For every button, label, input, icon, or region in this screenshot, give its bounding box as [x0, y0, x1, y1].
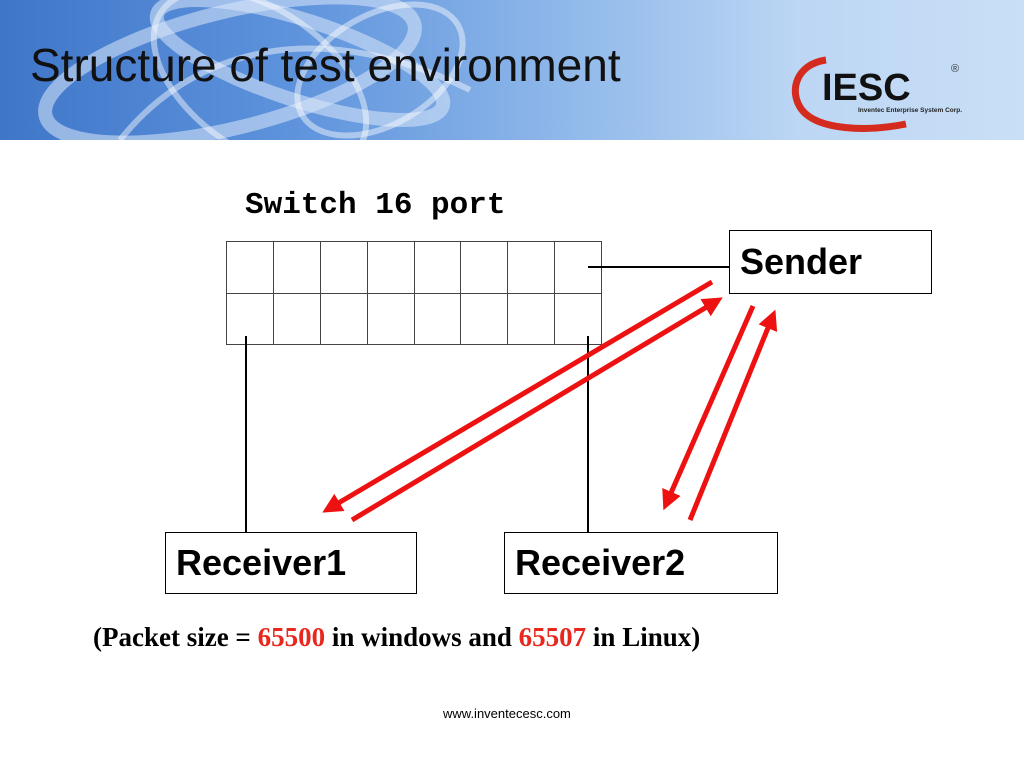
- switch-port: [273, 242, 321, 294]
- switch-port: [414, 293, 462, 345]
- switch-port: [227, 242, 274, 294]
- header-swirl-decoration: [38, 0, 472, 140]
- logo-tagline: Inventec Enterprise System Corp.: [858, 107, 962, 114]
- logo-registered-mark: ®: [951, 63, 959, 75]
- arrow-receiver1-to-sender: [350, 297, 723, 523]
- arrow-sender-to-receiver2: [662, 304, 756, 511]
- arrow-receiver2-to-sender: [687, 309, 778, 521]
- sender-node: Sender: [729, 230, 932, 294]
- slide-title: Structure of test environment: [30, 39, 621, 91]
- footer-url: www.inventecesc.com: [443, 706, 571, 721]
- switch-port: [367, 293, 415, 345]
- linux-packet-size: 65507: [518, 622, 587, 652]
- switch-port: [461, 242, 509, 294]
- receiver1-node: Receiver1: [165, 532, 417, 594]
- switch-port: [367, 242, 415, 294]
- switch-port: [555, 293, 602, 345]
- receiver2-node: Receiver2: [504, 532, 778, 594]
- note-prefix: (Packet size =: [93, 622, 258, 652]
- receiver1-label: Receiver1: [176, 542, 347, 583]
- note-middle: in windows and: [325, 622, 519, 652]
- switch-port: [320, 293, 368, 345]
- switch-port: [227, 293, 274, 345]
- switch-port: [320, 242, 368, 294]
- slide-header: Structure of test environment IESC Inven…: [0, 0, 1024, 140]
- switch-port: [461, 293, 509, 345]
- iesc-logo: IESC Inventec Enterprise System Corp. ®: [791, 56, 962, 132]
- packet-size-note: (Packet size = 65500 in windows and 6550…: [93, 622, 700, 653]
- receiver2-label: Receiver2: [515, 542, 686, 583]
- logo-mark: IESC: [822, 67, 911, 109]
- switch-port: [273, 293, 321, 345]
- windows-packet-size: 65500: [257, 622, 326, 652]
- switch-port: [508, 242, 556, 294]
- switch-label: Switch 16 port: [245, 188, 506, 223]
- switch-port: [508, 293, 556, 345]
- arrow-sender-to-receiver1: [322, 279, 714, 513]
- note-suffix: in Linux): [586, 622, 701, 652]
- switch-port: [414, 242, 462, 294]
- switch-port-grid: [226, 241, 602, 345]
- sender-label: Sender: [740, 241, 863, 282]
